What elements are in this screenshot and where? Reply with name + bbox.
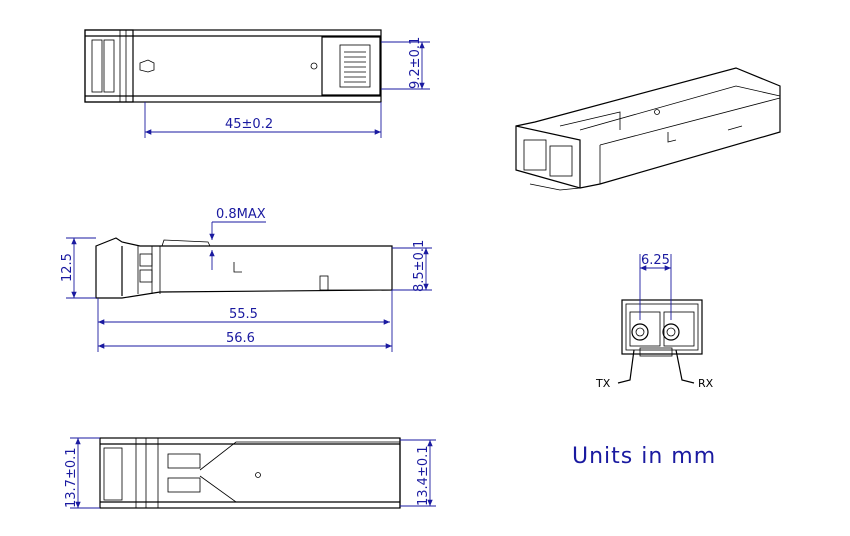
latch-max-dim: 0.8MAX xyxy=(216,207,266,222)
side-view xyxy=(66,221,432,352)
bottom-width-a-dim: 13.7±0.1 xyxy=(64,447,79,508)
side-height-dim: 12.5 xyxy=(60,253,75,282)
bottom-view xyxy=(70,437,436,509)
front-view xyxy=(617,254,703,384)
units-note: Units in mm xyxy=(572,444,716,469)
top-width-dim: 9.2±0.1 xyxy=(408,37,423,89)
pitch-dim: 6.25 xyxy=(641,253,670,268)
length-b-dim: 56.6 xyxy=(226,331,255,346)
tx-label: TX xyxy=(595,377,611,390)
body-height-dim: 8.5±0.1 xyxy=(412,240,427,292)
iso-view xyxy=(515,67,781,191)
top-view xyxy=(84,29,430,138)
length-a-dim: 55.5 xyxy=(229,307,258,322)
bottom-width-b-dim: 13.4±0.1 xyxy=(416,445,431,506)
rx-label: RX xyxy=(698,377,714,390)
top-length-dim: 45±0.2 xyxy=(225,117,273,132)
